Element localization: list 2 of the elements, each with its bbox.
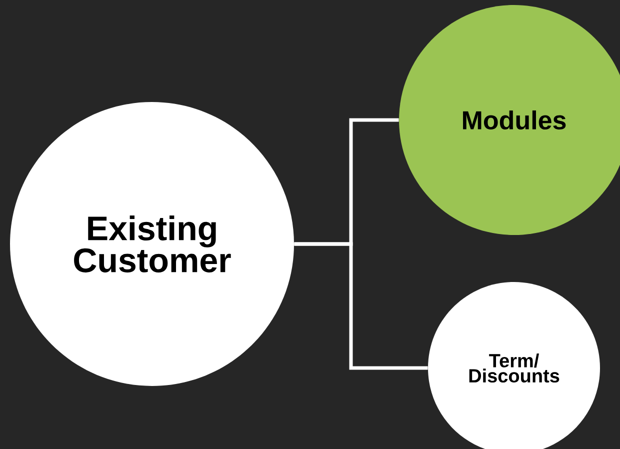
connector-line (294, 242, 428, 370)
circle-node: Existing Customer (10, 102, 294, 386)
